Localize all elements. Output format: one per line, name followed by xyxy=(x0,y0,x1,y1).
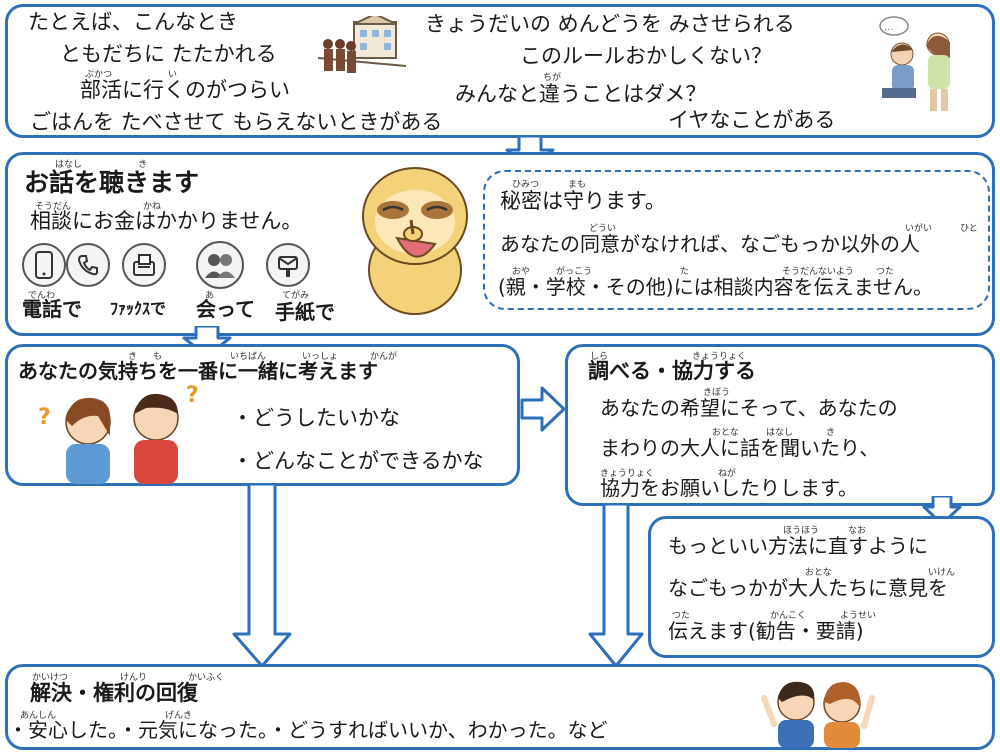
ruby-yousei: ようせい xyxy=(840,611,877,621)
ruby-oya: おや xyxy=(512,267,531,277)
examples-line-2: ともだちに たたかれる xyxy=(60,42,277,66)
secret-line-2: あなたの同意がなければ、なごもっか以外の人 xyxy=(500,232,920,256)
ruby-igai: いがい xyxy=(905,224,933,234)
examples-line-5: きょうだいの めんどうを みさせられる xyxy=(425,12,795,36)
ruby-gakkou: がっこう xyxy=(556,267,593,277)
examples-line-6: このルールおかしくない？ xyxy=(520,44,772,68)
examples-box xyxy=(5,4,995,138)
method-letter: 手紙で xyxy=(275,300,335,324)
advise-line-3: 伝えます(勧告・要請) xyxy=(668,619,864,643)
svg-text:?: ? xyxy=(38,405,51,430)
ruby-nega: ねが xyxy=(718,469,737,479)
ruby-genki: げんき xyxy=(165,711,193,721)
ruby-denwa: でんわ xyxy=(28,291,56,301)
ruby-ki: き xyxy=(138,160,148,170)
ruby-iken: いけん xyxy=(928,568,956,578)
advise-line-2: なごもっかが大人たちに意見を xyxy=(668,576,948,600)
ruby-kyouryoku: きょうりょく xyxy=(692,352,747,362)
method-meet: 会って xyxy=(196,297,255,321)
examples-line-8: イヤなことがある xyxy=(668,108,836,132)
investigate-title: 調べる・協力する xyxy=(588,359,756,383)
ruby-doui: どうい xyxy=(589,224,617,234)
examples-line-3: 部活に行くのがつらい xyxy=(80,78,290,102)
ruby-otona: おとな xyxy=(712,428,739,438)
listen-title: お話を聴きます xyxy=(24,168,200,197)
ruby-hanashi: はなし xyxy=(55,160,83,170)
ruby-a: あ xyxy=(205,291,215,301)
ruby-tegami: てがみ xyxy=(282,291,310,301)
advise-box xyxy=(648,516,995,658)
ruby-otona2: おとな xyxy=(805,568,832,578)
kids-illustration: ? ? xyxy=(38,384,199,484)
svg-text:...: ... xyxy=(884,22,894,33)
down-arrow-3 xyxy=(922,496,962,526)
sloth-mascot xyxy=(362,167,468,315)
ruby-soudannaiyou: そうだんないよう xyxy=(782,267,854,277)
ruby-ki2: き xyxy=(128,352,138,362)
ruby-kibou: きぼう xyxy=(703,388,731,398)
school-illustration xyxy=(318,16,406,73)
ruby-kaiketsu: かいけつ xyxy=(32,673,69,683)
feelings-bullet-1: ・どうしたいかな xyxy=(232,406,400,430)
ruby-chiga: ちが xyxy=(543,73,562,83)
secret-line-3: (親・学校・その他)には相談内容を伝えません。 xyxy=(498,275,934,299)
method-fax: ﾌｧｯｸｽで xyxy=(110,299,167,318)
investigate-box xyxy=(565,344,995,506)
ruby-himitsu: ひみつ xyxy=(512,180,540,190)
secret-line-1: 秘密は守ります。 xyxy=(500,189,666,213)
ruby-kanga: かんが xyxy=(370,352,398,362)
result-text: ・安心した。・元気になった。・どうすればいいか、わかった。など xyxy=(8,718,608,742)
examples-line-7: みんなと違うことはダメ？ xyxy=(455,82,707,106)
ruby-kaifuku: かいふく xyxy=(188,673,225,683)
ruby-kane: かね xyxy=(143,202,162,212)
ruby-ki3: き xyxy=(826,428,836,438)
ruby-ta: た xyxy=(680,267,690,277)
ruby-kyouryoku2: きょうりょく xyxy=(600,469,655,479)
ruby-hanashi2: はなし xyxy=(766,428,794,438)
telephone-icon xyxy=(66,243,110,287)
ruby-anshin: あんしん xyxy=(20,711,57,721)
investigate-line-2: まわりの大人に話を聞いたり、 xyxy=(600,436,880,460)
long-arrow-left xyxy=(232,484,292,668)
result-title: 解決・権利の回復 xyxy=(30,681,198,705)
ruby-mamo: まも xyxy=(568,180,587,190)
right-arrow xyxy=(520,386,566,432)
examples-line-1: たとえば、こんなとき xyxy=(28,10,238,34)
method-phone: 電話で xyxy=(22,297,82,321)
ruby-kankoku: かんこく xyxy=(770,611,807,621)
long-arrow-right xyxy=(588,504,644,668)
cheering-kids-illustration xyxy=(761,681,875,748)
meeting-icon xyxy=(196,241,244,289)
people-illustration: ... xyxy=(879,16,950,111)
ruby-kenri: けんり xyxy=(120,673,148,683)
investigate-line-1: あなたの希望にそって、あなたの xyxy=(600,396,898,420)
ruby-shira: しら xyxy=(590,352,609,362)
ruby-tsuta: つた xyxy=(876,267,895,277)
ruby-bukatsu: ぶかつ xyxy=(85,70,113,80)
feelings-title: あなたの気持ちを一番に一緒に考えます xyxy=(18,359,378,383)
ruby-mo: も xyxy=(153,352,163,362)
ruby-ichiban: いちばん xyxy=(230,352,267,362)
listen-subtitle: 相談にお金はかかりません。 xyxy=(30,209,303,233)
ruby-issho: いっしょ xyxy=(302,352,339,362)
phone-icon xyxy=(22,243,66,287)
secret-box xyxy=(483,170,990,310)
examples-line-4: ごはんを たべさせて もらえないときがある xyxy=(30,110,443,134)
advise-line-1: もっといい方法に直すように xyxy=(668,534,928,558)
svg-text:?: ? xyxy=(186,384,199,408)
ruby-soudan: そうだん xyxy=(35,202,72,212)
ruby-houhou: ほうほう xyxy=(783,526,820,536)
fax-icon xyxy=(122,243,166,287)
ruby-nao: なお xyxy=(848,526,867,536)
investigate-line-3: 協力をお願いしたりします。 xyxy=(600,476,858,500)
feelings-bullet-2: ・どんなことができるかな xyxy=(232,449,484,473)
ruby-hito: ひと xyxy=(960,224,978,234)
ruby-i: い xyxy=(168,70,178,80)
mailbox-icon xyxy=(266,243,310,287)
ruby-tsuta2: つた xyxy=(672,611,691,621)
